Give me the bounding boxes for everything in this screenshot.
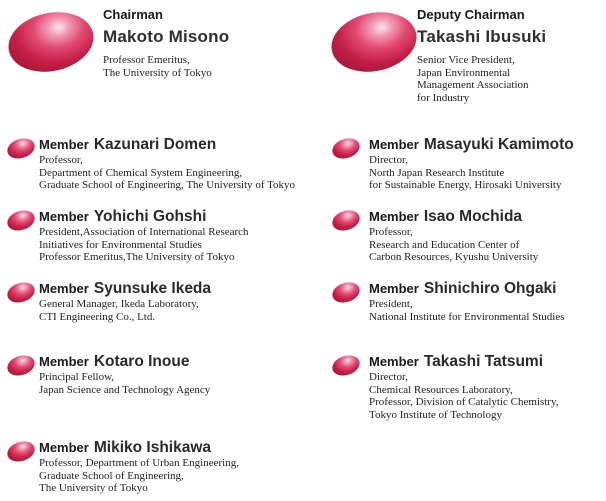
member-sphere-icon <box>329 352 363 379</box>
chairman-sphere-icon <box>2 4 100 80</box>
member-role: Member <box>39 440 89 455</box>
deputy-description: Senior Vice President, Japan Environment… <box>417 54 546 104</box>
member-description: Director, Chemical Resources Laboratory,… <box>369 371 559 421</box>
member-role: Member <box>369 281 419 296</box>
desc-line: President, <box>369 298 413 310</box>
member-name: Syunsuke Ikeda <box>93 280 212 297</box>
member-role: Member <box>39 354 89 369</box>
deputy-role: Deputy Chairman <box>417 7 525 22</box>
desc-line: Department of Chemical System Engineerin… <box>39 166 243 179</box>
deputy-sphere-icon <box>325 4 423 80</box>
member-heading: Member Takashi Tatsumi <box>369 353 559 371</box>
member-description: President, National Institute for Enviro… <box>369 298 565 323</box>
desc-line: Senior Vice President, <box>417 54 515 66</box>
chairman-block: Chairman Makoto Misono Professor Emeritu… <box>103 7 229 79</box>
member-description: Professor, Department of Urban Engineeri… <box>39 457 239 495</box>
member-heading: Member Masayuki Kamimoto <box>369 136 574 154</box>
desc-line: Professor Emeritus,The University of Tok… <box>39 251 235 263</box>
member-name: Masayuki Kamimoto <box>423 136 574 153</box>
member-sphere-icon <box>4 352 38 379</box>
desc-line: Director, <box>369 371 408 383</box>
member-sphere-icon <box>4 279 38 306</box>
desc-line: Carbon Resources, Kyushu University <box>369 251 539 263</box>
desc-line: Research and Education Center of <box>369 238 520 251</box>
member-description: Principal Fellow, Japan Science and Tech… <box>39 371 210 396</box>
chairman-description: Professor Emeritus, The University of To… <box>103 54 229 79</box>
desc-line: Professor, <box>39 154 83 166</box>
deputy-name: Takashi Ibusuki <box>417 27 547 46</box>
member-block-tatsumi: Member Takashi Tatsumi Director, Chemical… <box>369 353 559 421</box>
member-block-domen: Member Kazunari Domen Professor, Departme… <box>39 136 295 192</box>
member-name: Mikiko Ishikawa <box>93 439 212 456</box>
member-description: Professor, Research and Education Center… <box>369 226 538 264</box>
member-role: Member <box>39 209 89 224</box>
desc-line: President,Association of International R… <box>39 226 249 238</box>
member-block-inoue: Member Kotaro Inoue Principal Fellow, Jap… <box>39 353 210 396</box>
member-block-ishikawa: Member Mikiko Ishikawa Professor, Departm… <box>39 439 239 495</box>
member-name: Kotaro Inoue <box>93 353 190 370</box>
desc-line: Japan Environmental <box>417 66 511 79</box>
desc-line: Professor, Division of Catalytic Chemist… <box>369 396 559 408</box>
member-name: Kazunari Domen <box>93 136 217 153</box>
desc-line: The University of Tokyo <box>39 482 148 494</box>
desc-line: Japan Science and Technology Agency <box>39 383 211 396</box>
member-sphere-icon <box>4 207 38 234</box>
member-heading: Member Mikiko Ishikawa <box>39 439 239 457</box>
member-sphere-icon <box>329 279 363 306</box>
member-heading: Member Shinichiro Ohgaki <box>369 280 565 298</box>
member-description: Director, North Japan Research Institute… <box>369 154 574 192</box>
member-block-gohshi: Member Yohichi Gohshi President,Associati… <box>39 208 249 264</box>
desc-line: Professor, Department of Urban Engineeri… <box>39 457 239 469</box>
member-role: Member <box>39 281 89 296</box>
member-description: President,Association of International R… <box>39 226 249 264</box>
member-block-ikeda: Member Syunsuke Ikeda General Manager, Ik… <box>39 280 211 323</box>
member-name: Shinichiro Ohgaki <box>423 280 557 297</box>
desc-line: Graduate School of Engineering, <box>39 469 184 482</box>
member-role: Member <box>39 137 89 152</box>
member-sphere-icon <box>329 207 363 234</box>
member-heading: Member Yohichi Gohshi <box>39 208 249 226</box>
desc-line: Director, <box>369 154 408 166</box>
member-role: Member <box>369 354 419 369</box>
desc-line: National Institute for Environmental Stu… <box>369 310 565 323</box>
desc-line: Initiatives for Environmental Studies <box>39 238 202 251</box>
desc-line: for Sustainable Energy, Hirosaki Univers… <box>369 179 562 191</box>
member-heading: Member Isao Mochida <box>369 208 538 226</box>
member-block-ohgaki: Member Shinichiro Ohgaki President, Natio… <box>369 280 565 323</box>
desc-line: CTI Engineering Co., Ltd. <box>39 310 156 323</box>
member-sphere-icon <box>4 135 38 162</box>
desc-line: Management Association <box>417 79 529 91</box>
member-sphere-icon <box>329 135 363 162</box>
member-name: Yohichi Gohshi <box>93 208 207 225</box>
member-heading: Member Syunsuke Ikeda <box>39 280 211 298</box>
member-heading: Member Kotaro Inoue <box>39 353 210 371</box>
desc-line: Professor Emeritus, <box>103 54 190 66</box>
desc-line: Professor, <box>369 226 413 238</box>
chairman-role: Chairman <box>103 7 163 22</box>
member-block-kamimoto: Member Masayuki Kamimoto Director, North … <box>369 136 574 192</box>
desc-line: General Manager, Ikeda Laboratory, <box>39 298 199 310</box>
member-role: Member <box>369 209 419 224</box>
desc-line: Graduate School of Engineering, The Univ… <box>39 179 296 191</box>
member-name: Takashi Tatsumi <box>423 353 544 370</box>
deputy-block: Deputy Chairman Takashi Ibusuki Senior V… <box>417 7 546 104</box>
member-sphere-icon <box>4 438 38 465</box>
member-description: Professor, Department of Chemical System… <box>39 154 295 192</box>
member-role: Member <box>369 137 419 152</box>
desc-line: for Industry <box>417 91 470 104</box>
desc-line: Chemical Resources Laboratory, <box>369 383 513 396</box>
chairman-name: Makoto Misono <box>103 27 230 46</box>
desc-line: Principal Fellow, <box>39 371 115 383</box>
desc-line: North Japan Research Institute <box>369 166 505 179</box>
member-heading: Member Kazunari Domen <box>39 136 295 154</box>
member-block-mochida: Member Isao Mochida Professor, Research a… <box>369 208 538 264</box>
member-name: Isao Mochida <box>423 208 523 225</box>
member-description: General Manager, Ikeda Laboratory, CTI E… <box>39 298 211 323</box>
desc-line: Tokyo Institute of Technology <box>369 408 502 421</box>
desc-line: The University of Tokyo <box>103 66 212 79</box>
